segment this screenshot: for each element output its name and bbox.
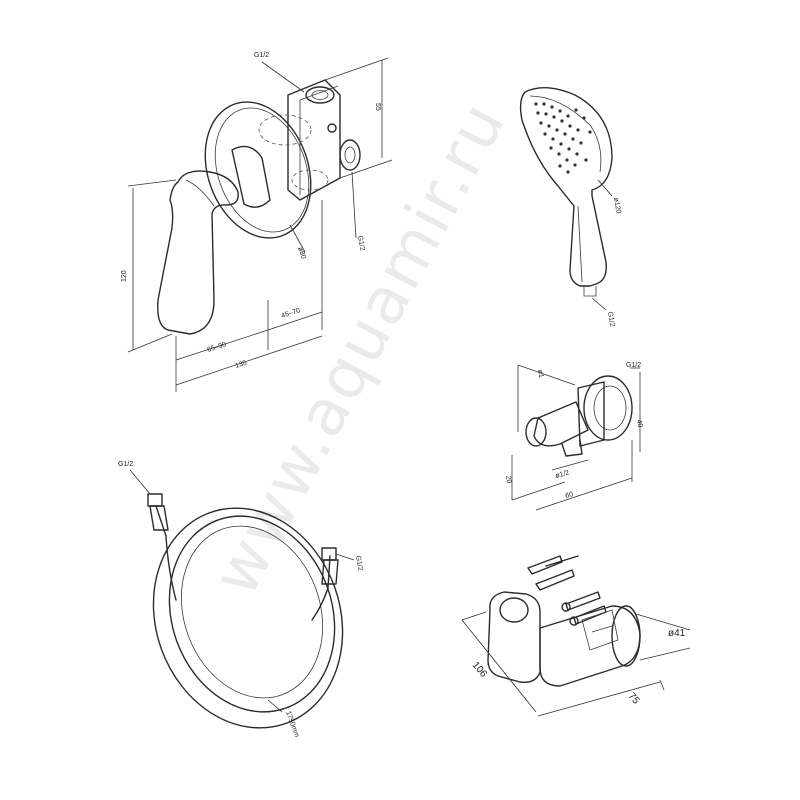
hand-shower-nozzles <box>534 102 592 174</box>
wall-outlet-width-label: 60 <box>565 491 574 500</box>
hose-left-thread-label: G1/2 <box>118 461 133 468</box>
mixer-inlet-label: G1/2 <box>254 52 269 59</box>
mixer-rosette-inner <box>214 107 310 233</box>
concealed-mixer: G1/2 55 G1/2 ø80 120 65–90 45–70 135 <box>121 52 393 392</box>
wall-outlet-dim-top-label: ø1 <box>536 369 544 378</box>
hose-right-thread-label: G1/2 <box>354 555 364 571</box>
mixer-height-label: 120 <box>121 270 128 282</box>
wall-outlet-left-label: 20 <box>504 475 512 484</box>
wall-outlet-flange <box>583 375 633 441</box>
hose-coil-inner <box>168 515 336 713</box>
hand-shower-thread-label: G1/2 <box>606 311 616 327</box>
wall-outlet-diameter-label: ø1/2 <box>555 470 570 480</box>
hose-coil-outer <box>152 507 344 729</box>
holder-bracket <box>487 591 541 683</box>
holder-length-label: 106 <box>470 660 489 680</box>
holder-width-label: 75 <box>626 691 642 707</box>
mixer-diameter-label: ø80 <box>296 246 307 260</box>
hand-shower-diameter-label: ø120 <box>612 197 622 214</box>
mixer-lever <box>157 170 239 335</box>
mixer-wall-range-label: 45–70 <box>280 307 301 320</box>
wall-outlet-thread-label: G1/2 <box>626 362 641 369</box>
mixer-rosette <box>204 101 312 239</box>
hose-right-nut <box>321 547 337 561</box>
hose-left-nut <box>147 493 163 507</box>
hose-length-label: 1750mm <box>284 710 300 738</box>
mixer-lever-range-label: 65–90 <box>206 341 227 354</box>
holder-diameter-label: ø41 <box>668 628 686 639</box>
mixer-outlet-label: G1/2 <box>356 235 366 251</box>
watermark: www.aquamir.ru <box>199 90 521 608</box>
shower-holder: ø41 106 75 <box>461 555 691 717</box>
hand-shower-body <box>519 87 613 287</box>
mixer-side-outlet <box>339 139 361 171</box>
wall-outlet: ø1 G1/2 40 20 ø1/2 60 <box>504 362 643 511</box>
mixer-depth-label: 55 <box>374 103 381 111</box>
hand-shower: ø120 G1/2 <box>519 87 622 327</box>
mixer-length-label: 135 <box>234 360 247 370</box>
holder-cylinder <box>539 605 641 687</box>
wall-outlet-height-label: 40 <box>635 419 643 428</box>
wall-outlet-holder <box>533 401 589 447</box>
mixer-top-inlet <box>305 86 335 104</box>
mixer-cartridge <box>231 145 271 208</box>
